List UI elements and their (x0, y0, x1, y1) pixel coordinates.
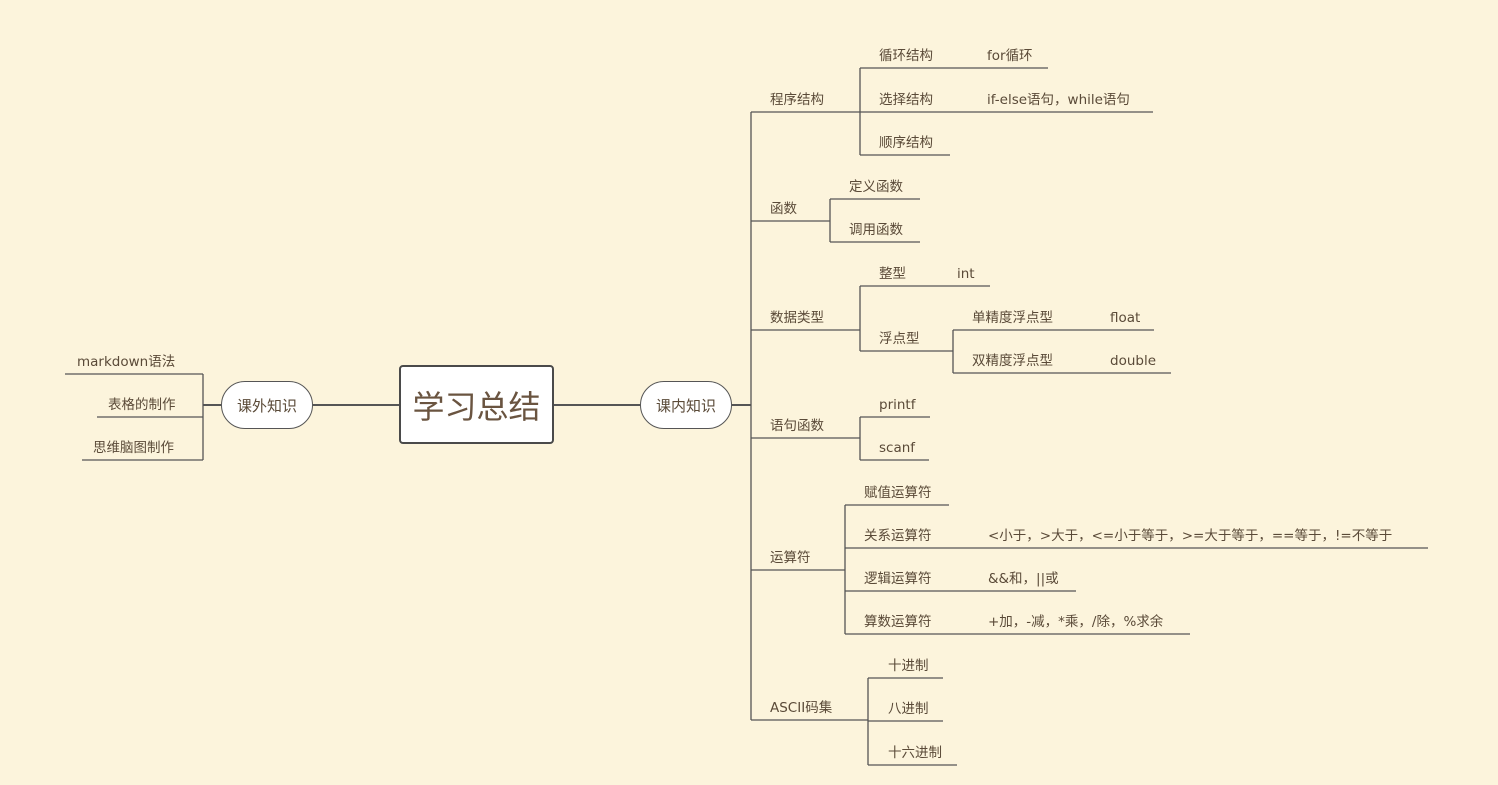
node-data-type[interactable]: 数据类型 (770, 310, 824, 326)
node-double-float[interactable]: 双精度浮点型 (972, 353, 1053, 369)
node-logic-op[interactable]: 逻辑运算符 (864, 571, 932, 587)
node-sequence[interactable]: 顺序结构 (879, 135, 933, 151)
node-table[interactable]: 表格的制作 (108, 397, 176, 413)
node-hex[interactable]: 十六进制 (888, 745, 942, 761)
node-selection[interactable]: 选择结构 (879, 92, 933, 108)
node-function[interactable]: 函数 (770, 201, 797, 217)
node-markdown[interactable]: markdown语法 (77, 354, 176, 370)
node-arith-op[interactable]: 算数运算符 (864, 614, 932, 630)
node-arith-op-detail[interactable]: +加，-减，*乘，/除，%求余 (988, 614, 1164, 630)
node-assign-op[interactable]: 赋值运算符 (864, 485, 932, 501)
node-loop-detail[interactable]: for循环 (987, 48, 1033, 64)
node-single-float-detail[interactable]: float (1110, 310, 1141, 326)
node-define-function[interactable]: 定义函数 (849, 179, 903, 195)
node-mindmap[interactable]: 思维脑图制作 (93, 440, 174, 456)
node-selection-detail[interactable]: if-else语句，while语句 (987, 92, 1130, 108)
node-logic-op-detail[interactable]: &&和，||或 (988, 571, 1059, 587)
node-loop[interactable]: 循环结构 (879, 48, 933, 64)
node-operator[interactable]: 运算符 (770, 550, 811, 566)
node-ascii[interactable]: ASCII码集 (770, 700, 833, 716)
node-relation-op[interactable]: 关系运算符 (864, 528, 932, 544)
node-integer-detail[interactable]: int (957, 266, 975, 282)
node-decimal[interactable]: 十进制 (888, 658, 929, 674)
node-relation-op-detail[interactable]: <小于，>大于，<=小于等于，>=大于等于，==等于，!=不等于 (988, 528, 1393, 544)
node-program-structure[interactable]: 程序结构 (770, 92, 824, 108)
root-topic[interactable]: 学习总结 (399, 365, 554, 444)
node-double-float-detail[interactable]: double (1110, 353, 1157, 369)
node-printf[interactable]: printf (879, 397, 916, 413)
node-integer[interactable]: 整型 (879, 266, 906, 282)
node-octal[interactable]: 八进制 (888, 701, 929, 717)
node-call-function[interactable]: 调用函数 (849, 222, 903, 238)
topic-extracurricular[interactable]: 课外知识 (221, 381, 313, 429)
topic-in-class[interactable]: 课内知识 (640, 381, 732, 429)
node-scanf[interactable]: scanf (879, 440, 916, 456)
node-statement-function[interactable]: 语句函数 (770, 418, 824, 434)
node-single-float[interactable]: 单精度浮点型 (972, 310, 1053, 326)
node-float-type[interactable]: 浮点型 (879, 331, 920, 347)
